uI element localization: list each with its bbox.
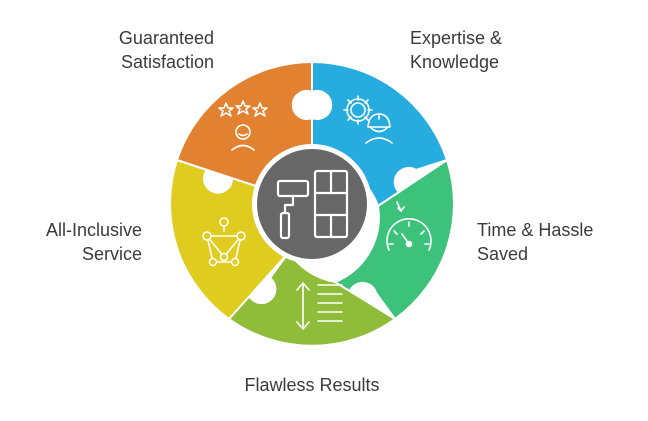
segment-time — [333, 158, 455, 321]
label-expertise-knowledge: Expertise & Knowledge — [410, 26, 502, 74]
center-circle — [257, 149, 367, 259]
label-expertise-line1: Expertise & — [410, 28, 503, 48]
segment-flawless — [227, 250, 397, 347]
arrow-list-icon — [296, 282, 343, 330]
network-icon — [202, 217, 246, 267]
label-flawless-line1: Flawless Results — [244, 375, 380, 395]
label-allinclusive-line1: All-Inclusive — [45, 220, 142, 240]
gear-worker-icon — [343, 95, 393, 144]
label-guaranteed-line2: Satisfaction — [120, 52, 214, 72]
label-guaranteed-satisfaction: Guaranteed Satisfaction — [119, 26, 214, 74]
label-all-inclusive: All-Inclusive Service — [46, 218, 142, 266]
label-guaranteed-line1: Guaranteed — [118, 28, 214, 48]
label-allinclusive-line2: Service — [81, 244, 142, 264]
label-time-line2: Saved — [477, 244, 529, 264]
label-flawless-results: Flawless Results — [212, 373, 412, 397]
label-time-line1: Time & Hassle — [477, 220, 594, 240]
stars-person-icon — [218, 100, 268, 151]
label-time-hassle: Time & Hassle Saved — [477, 218, 593, 266]
speedometer-icon — [386, 201, 432, 251]
paint-roller-wall-icon — [276, 169, 349, 240]
label-expertise-line2: Knowledge — [410, 52, 500, 72]
